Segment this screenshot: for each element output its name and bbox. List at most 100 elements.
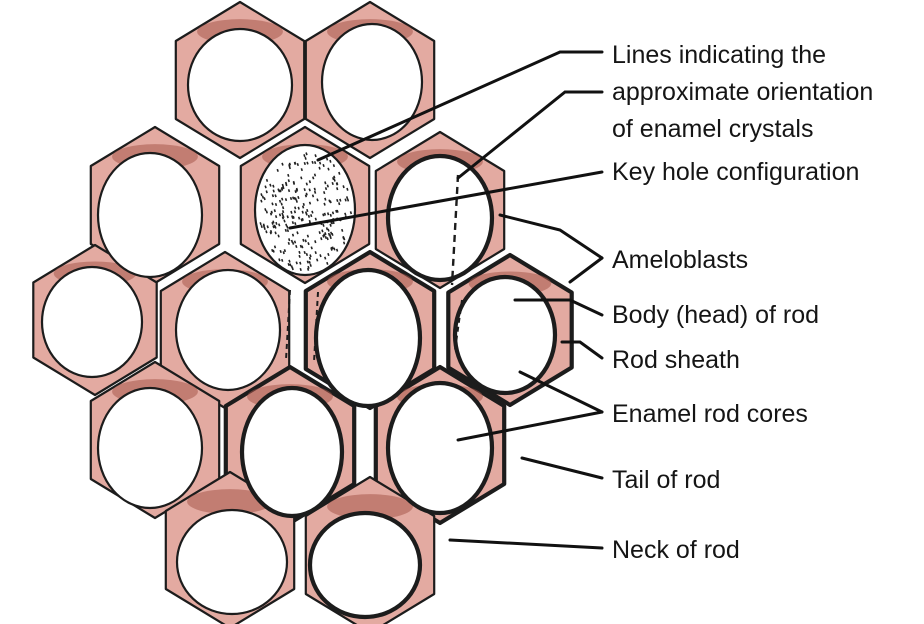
crystal-stipple [288,263,289,266]
crystal-stipple [333,177,334,180]
crystal-stipple [260,222,261,225]
crystal-stipple [292,267,293,270]
crystal-stipple [273,226,274,229]
crystal-stipple [334,176,335,179]
crystal-stipple [305,240,306,243]
crystal-stipple [348,199,349,202]
crystal-stipple [291,197,292,200]
crystal-stipple [332,233,333,236]
label-tail: Tail of rod [612,466,720,494]
crystal-stipple [288,179,289,182]
crystal-stipple [271,211,272,214]
rod-core-9 [455,277,555,393]
crystal-stipple [308,242,309,245]
crystal-stipple [333,212,334,215]
crystal-stipple [303,239,304,242]
crystal-stipple [319,167,320,170]
crystal-stipple [281,203,282,206]
rod-core-3 [98,153,202,277]
crystal-stipple [310,257,311,260]
crystal-stipple [325,232,326,235]
crystal-stipple [275,226,276,229]
crystal-stipple [307,209,308,212]
crystal-stipple [330,234,331,237]
crystal-stipple [273,250,274,253]
crystal-stipple [308,235,309,238]
crystal-stipple [306,213,307,216]
crystal-stipple [270,184,271,187]
label-neck: Neck of rod [612,536,740,564]
crystal-stipple [304,188,305,191]
crystal-stipple [270,232,271,235]
crystal-stipple [337,249,338,252]
crystal-stipple [295,190,296,193]
crystal-stipple [296,245,297,248]
crystal-stipple [315,174,316,177]
crystal-stipple [344,242,345,245]
crystal-stipple [325,213,326,216]
crystal-stipple [334,179,335,182]
crystal-stipple [292,240,293,243]
crystal-stipple [327,262,328,265]
crystal-stipple [340,199,341,202]
crystal-stipple [327,227,328,230]
crystal-stipple [312,211,313,214]
rod-core-8 [316,270,420,406]
crystal-stipple [279,224,280,227]
label-sheath: Rod sheath [612,346,740,374]
rod-core-14 [310,513,420,617]
crystal-stipple [309,215,310,218]
crystal-stipple [278,235,279,238]
crystal-stipple [289,164,290,167]
crystal-stipple [309,220,310,223]
crystal-stipple [280,200,281,203]
crystal-stipple [347,196,348,199]
crystal-stipple [274,209,275,212]
crystal-stipple [337,199,338,202]
crystal-stipple [329,200,330,203]
crystal-stipple [320,162,321,165]
crystal-stipple [332,182,333,185]
crystal-stipple [302,211,303,214]
crystal-stipple [326,187,327,190]
crystal-stipple [284,220,285,223]
crystal-stipple [303,206,304,209]
crystal-stipple [287,216,288,219]
crystal-stipple [327,158,328,161]
crystal-stipple [324,191,325,194]
crystal-stipple [261,193,262,196]
crystal-stipple [328,213,329,216]
crystal-stipple [301,219,302,222]
crystal-stipple [330,214,331,217]
crystal-stipple [291,211,292,214]
crystal-stipple [310,202,311,205]
crystal-stipple [298,207,299,210]
rod-core-6 [42,267,142,377]
crystal-stipple [286,182,287,185]
crystal-stipple [265,208,266,211]
crystal-stipple [272,203,273,206]
crystal-stipple [309,261,310,264]
label-crystals-line1: Lines indicating the [612,41,826,69]
crystal-stipple [315,161,316,164]
crystal-stipple [315,218,316,221]
crystal-stipple [322,230,323,233]
crystal-stipple [289,260,290,263]
rod-core-5 [388,156,492,280]
crystal-stipple [282,188,283,191]
crystal-stipple [283,210,284,213]
crystal-stipple [343,185,344,188]
crystal-stipple [267,179,268,182]
crystal-stipple [296,200,297,203]
crystal-stipple [312,161,313,164]
crystal-stipple [319,231,320,234]
crystal-stipple [287,226,288,229]
crystal-stipple [289,189,290,192]
crystal-stipple [310,255,311,258]
crystal-stipple [314,188,315,191]
crystal-stipple [336,210,337,213]
crystal-stipple [283,217,284,220]
crystal-stipple [315,240,316,243]
crystal-stipple [320,254,321,257]
crystal-stipple [276,222,277,225]
